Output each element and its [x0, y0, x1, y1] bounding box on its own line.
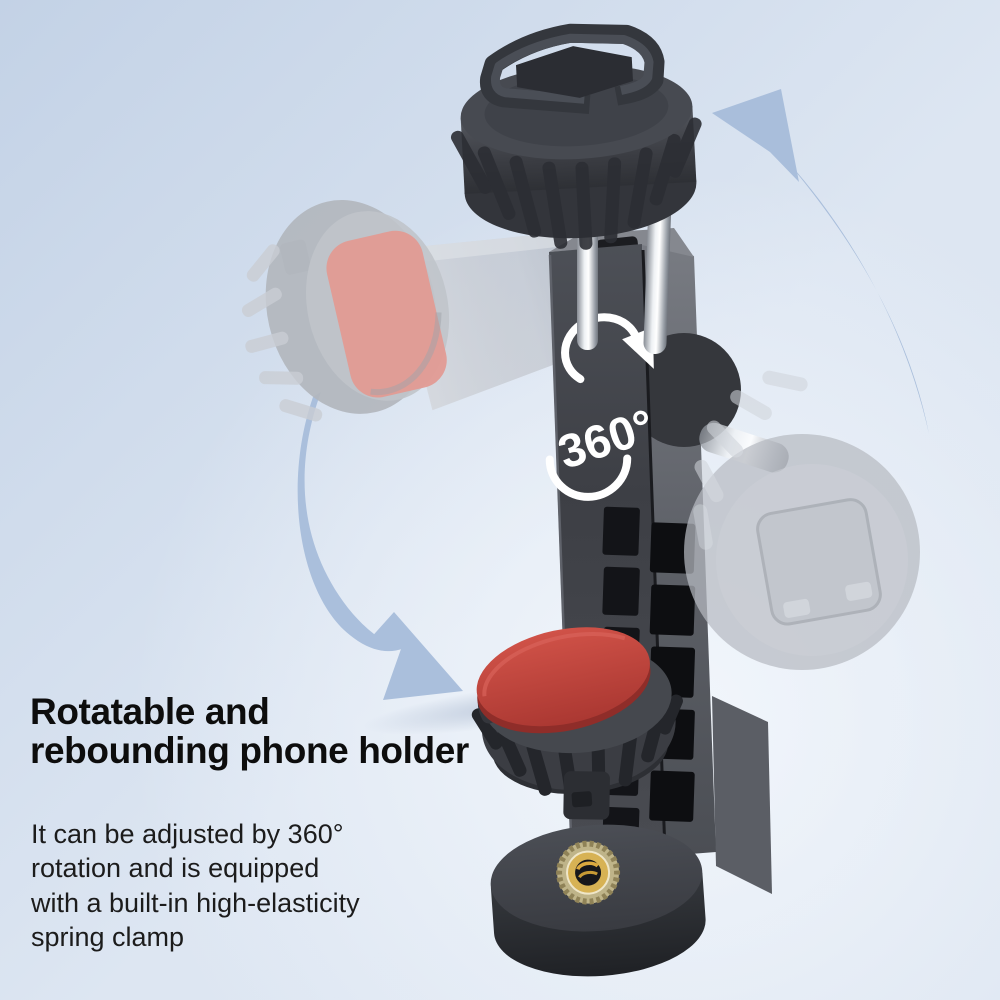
ghost-shoe-recess	[756, 498, 882, 626]
headline: Rotatable and rebounding phone holder	[30, 691, 469, 772]
quarter-inch-thread-insert	[556, 840, 621, 905]
bottom-jaw	[471, 627, 683, 820]
top-lock-knob	[450, 23, 702, 250]
cold-shoe-mount	[479, 23, 665, 115]
knob-ridges	[450, 117, 702, 250]
rotate-clockwise-arrow-icon	[297, 392, 463, 700]
ghost-clamp-knob	[241, 200, 450, 422]
description: It can be adjusted by 360° rotation and …	[31, 819, 360, 952]
ghost-side-knob	[684, 370, 920, 670]
base	[490, 824, 706, 977]
rotate-counterclockwise-arrow-icon	[712, 89, 929, 434]
ghost-grip-pad	[326, 230, 447, 398]
pivot-joint	[627, 333, 741, 447]
